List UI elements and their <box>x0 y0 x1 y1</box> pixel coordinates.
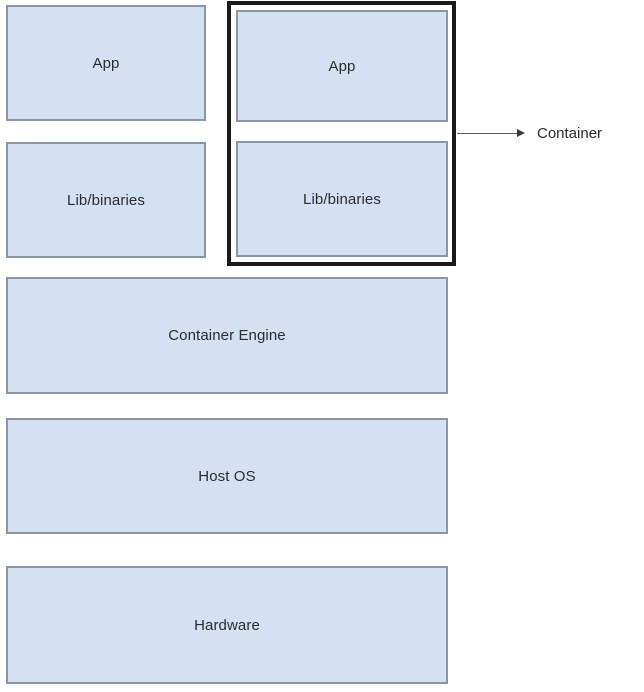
arrow-right-icon <box>517 129 525 137</box>
container-callout-label: Container <box>537 125 603 142</box>
left-app-label: App <box>92 54 120 72</box>
container-engine-label: Container Engine <box>168 327 286 344</box>
container-app-box: App <box>236 10 448 122</box>
left-libbinaries-box: Lib/binaries <box>6 142 206 258</box>
left-app-box: App <box>6 5 206 121</box>
container-libbinaries-label: Lib/binaries <box>303 190 381 208</box>
left-libbinaries-label: Lib/binaries <box>67 191 145 209</box>
container-callout-arrow-line <box>457 133 519 134</box>
container-libbinaries-box: Lib/binaries <box>236 141 448 257</box>
host-os-box: Host OS <box>6 418 448 534</box>
container-app-label: App <box>328 57 356 75</box>
host-os-label: Host OS <box>198 467 256 485</box>
hardware-box: Hardware <box>6 566 448 684</box>
container-engine-box: Container Engine <box>6 277 448 394</box>
hardware-label: Hardware <box>194 616 260 634</box>
